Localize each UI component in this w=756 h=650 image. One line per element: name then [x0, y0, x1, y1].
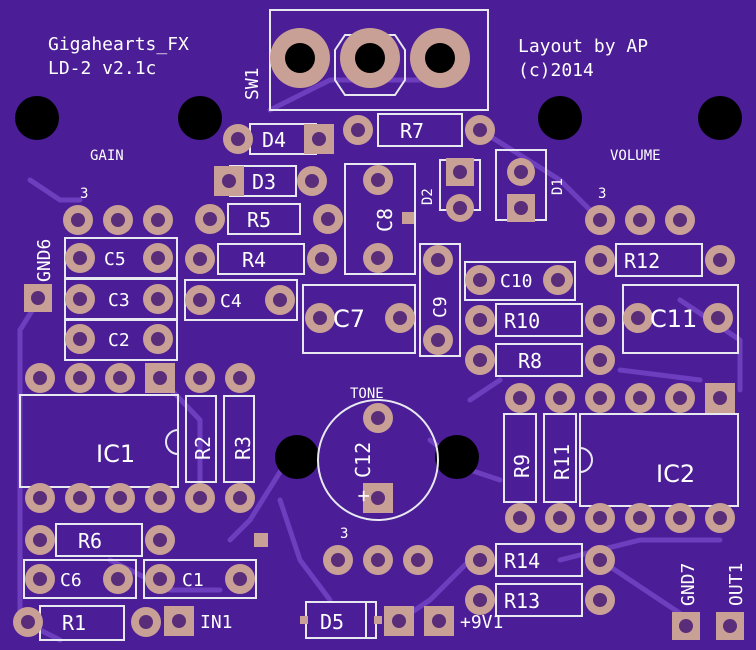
mount-hole — [698, 96, 742, 140]
mount-hole — [538, 96, 582, 140]
d1-label: D1 — [550, 178, 566, 195]
board-copyright: (c)2014 — [518, 60, 594, 81]
resistor-r9: R9 — [503, 383, 537, 533]
tone-label: TONE — [350, 386, 384, 402]
c7-label: C7 — [333, 305, 365, 333]
r6-label: R6 — [78, 529, 102, 553]
c10-label: C10 — [500, 271, 533, 292]
d5-label: D5 — [320, 610, 344, 634]
mounting-holes — [15, 96, 742, 479]
resistor-r5: R5 — [195, 203, 343, 235]
mount-hole — [275, 435, 319, 479]
r3-label: R3 — [231, 436, 255, 460]
volume-label: VOLUME — [610, 148, 661, 164]
capacitor-c9: C9 — [419, 243, 461, 357]
d4-label: D4 — [262, 128, 286, 152]
resistor-r12: R12 — [585, 243, 735, 277]
resistor-r8: R8 — [465, 343, 615, 377]
mount-hole — [178, 96, 222, 140]
diode-d1: D1 — [495, 149, 566, 222]
r5-label: R5 — [247, 208, 271, 232]
capacitor-c10: C10 — [464, 261, 576, 301]
diode-d2: D2 — [420, 158, 481, 222]
ic1-label: IC1 — [96, 440, 135, 468]
ic2-label: IC2 — [656, 460, 695, 488]
c9-label: C9 — [430, 296, 451, 318]
resistor-r7: R7 — [343, 113, 495, 147]
capacitor-c4: C4 — [184, 279, 298, 321]
r7-label: R7 — [400, 119, 424, 143]
capacitor-c2: C2 — [64, 319, 178, 361]
diode-d3: D3 — [214, 165, 327, 197]
c5-label: C5 — [104, 249, 126, 270]
c3-label: C3 — [108, 290, 130, 311]
diode-d5: D5 — [300, 601, 414, 639]
c1-label: C1 — [182, 570, 204, 591]
gain-label: GAIN — [90, 148, 124, 164]
r9-label: R9 — [510, 454, 534, 478]
gnd6-label: GND6 — [34, 239, 55, 282]
volume-pot-pads — [585, 205, 695, 235]
resistor-r3: R3 — [223, 363, 255, 513]
switch-sw1: SW1 — [242, 9, 489, 111]
resistor-r6: R6 — [25, 523, 175, 557]
gnd7-label: GND7 — [678, 563, 699, 606]
r14-label: R14 — [504, 549, 540, 573]
capacitor-c8: C8 — [344, 163, 416, 275]
sw1-label: SW1 — [242, 67, 263, 100]
r2-label: R2 — [191, 436, 215, 460]
r8-label: R8 — [518, 349, 542, 373]
c11-label: C11 — [650, 305, 697, 333]
board-credit: Layout by AP — [518, 36, 648, 57]
r13-label: R13 — [504, 589, 540, 613]
mount-hole — [435, 435, 479, 479]
volume-pin3-label: 3 — [598, 186, 606, 202]
resistor-r4: R4 — [185, 243, 337, 275]
resistor-r2: R2 — [185, 363, 217, 513]
capacitor-c12: C12 + — [317, 399, 439, 521]
capacitor-c11: C11 — [622, 284, 739, 354]
c2-label: C2 — [108, 330, 130, 351]
in1-label: IN1 — [200, 612, 233, 633]
resistor-r10: R10 — [465, 303, 615, 337]
chip-ic1: IC1 — [19, 363, 179, 513]
c4-label: C4 — [220, 291, 242, 312]
via-pad — [254, 533, 268, 547]
r10-label: R10 — [504, 309, 540, 333]
power-9v-label: +9V1 — [460, 612, 503, 633]
resistor-r13: R13 — [465, 583, 615, 617]
c6-label: C6 — [60, 570, 82, 591]
capacitor-c3: C3 — [64, 278, 178, 320]
c12-label: C12 — [351, 442, 375, 478]
r1-label: R1 — [62, 611, 86, 635]
d2-label: D2 — [420, 188, 436, 205]
gain-pot-pads — [63, 205, 173, 235]
mount-hole — [15, 96, 59, 140]
d3-label: D3 — [252, 170, 276, 194]
resistor-r14: R14 — [465, 543, 615, 577]
board-title: Gigahearts_FX — [48, 34, 189, 55]
board-version: LD-2 v2.1c — [48, 58, 156, 79]
c8-label: C8 — [373, 208, 397, 232]
capacitor-c7: C7 — [302, 284, 416, 354]
diode-d4: D4 — [223, 123, 334, 155]
out1-label: OUT1 — [726, 563, 747, 606]
resistor-r11: R11 — [543, 383, 577, 533]
bottom-pot-pin3-label: 3 — [340, 526, 348, 542]
resistor-r1: R1 — [13, 605, 161, 641]
capacitor-c6: C6 — [23, 559, 137, 599]
c12-plus-label: + — [351, 490, 375, 502]
r12-label: R12 — [624, 249, 660, 273]
capacitor-c5: C5 — [64, 237, 178, 279]
capacitor-c1: C1 — [143, 559, 257, 599]
chip-ic2: IC2 — [579, 383, 739, 533]
bottom-pot-pads — [323, 545, 433, 575]
r11-label: R11 — [550, 444, 574, 480]
r4-label: R4 — [242, 248, 266, 272]
gain-pin3-label: 3 — [80, 186, 88, 202]
